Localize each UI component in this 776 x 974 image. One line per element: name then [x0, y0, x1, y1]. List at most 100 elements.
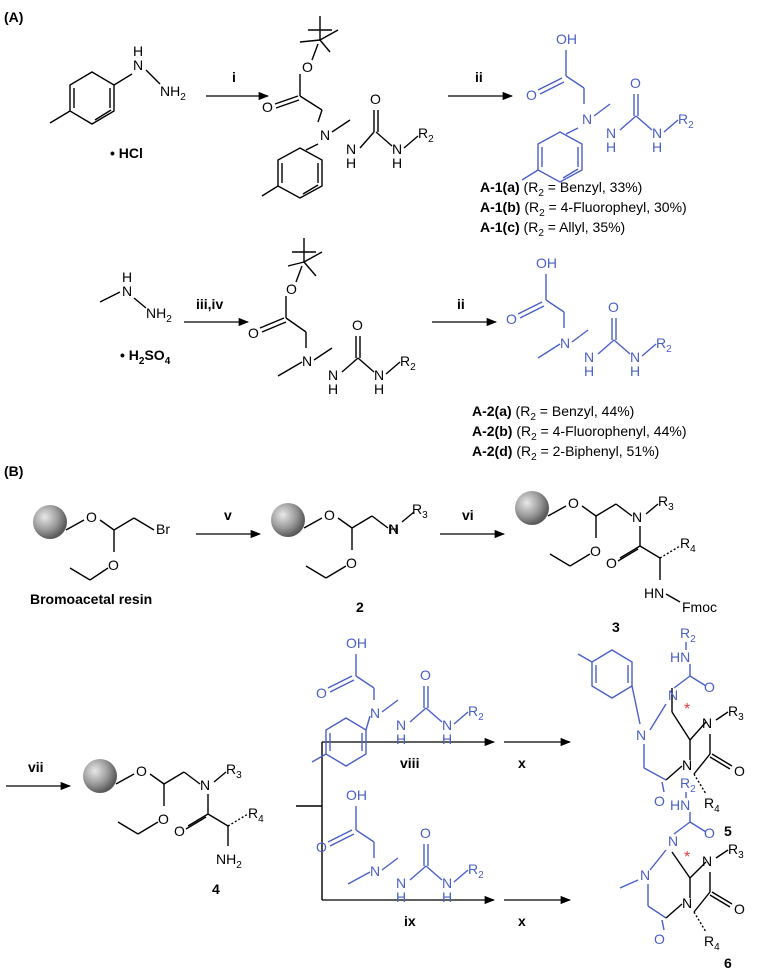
atom-o: O — [108, 557, 119, 573]
atom-oh: OH — [346, 635, 367, 651]
reagent-iii-iv: iii,iv — [196, 296, 223, 312]
atom-h: H — [346, 155, 356, 171]
atom-o: O — [654, 793, 665, 809]
atom-oh: OH — [556, 31, 577, 47]
bromoacetal-resin-structure: O Br O Bromoacetal resin — [30, 505, 170, 607]
atom-r2: R2 — [418, 125, 434, 145]
atom-r4: R4 — [248, 805, 264, 825]
atom-n: N — [320, 127, 330, 143]
atom-h: H — [396, 889, 406, 905]
ester-intermediate-a2: O O N N H O N H R2 — [248, 238, 416, 397]
atom-o: O — [324, 507, 335, 523]
atom-r2: R2 — [468, 703, 484, 723]
atom-n: N — [668, 687, 678, 703]
reagent-v: v — [224, 507, 232, 523]
atom-o: O — [136, 763, 147, 779]
ester-intermediate-a1: O O N N H O N H R2 — [261, 16, 434, 199]
panel-label-a: (A) — [4, 9, 23, 25]
atom-n: N — [640, 867, 650, 883]
atom-n: N — [392, 141, 402, 157]
atom-o: O — [630, 75, 641, 91]
atom-n: N — [632, 509, 642, 525]
atom-h: H — [133, 43, 143, 59]
atom-o: O — [704, 679, 715, 695]
atom-o: O — [590, 543, 601, 559]
atom-n: N — [652, 125, 662, 141]
atom-o: O — [86, 509, 97, 525]
compound-5-label: 5 — [724, 823, 732, 839]
atom-o: O — [606, 555, 617, 571]
resin-bead-icon — [33, 505, 67, 539]
h2so4-salt: • H2SO4 — [120, 347, 171, 367]
atom-o: O — [420, 825, 431, 841]
stereo-star: * — [684, 849, 690, 866]
atom-fmoc: Fmoc — [682, 599, 717, 615]
atom-h: H — [328, 381, 338, 397]
atom-r2: R2 — [680, 775, 696, 795]
hcl-salt: • HCl — [110, 145, 143, 161]
reagent-acid-methyl: OH O N N H O N H R2 — [316, 787, 484, 905]
reagent-viii: viii — [400, 755, 419, 771]
atom-nh2: NH2 — [146, 305, 172, 325]
methylhydrazine-structure: N H NH2 • H2SO4 — [99, 269, 172, 367]
atom-oh: OH — [346, 787, 367, 803]
atom-r4: R4 — [680, 535, 696, 555]
atom-o: O — [346, 555, 357, 571]
atom-r2: R2 — [400, 353, 416, 373]
atom-r2: R2 — [656, 335, 672, 355]
atom-o: O — [248, 325, 259, 341]
reagent-x-1: x — [518, 755, 526, 771]
yield-a2-d: A-2(d) (R2 = 2-Biphenyl, 51%) — [472, 443, 659, 463]
atom-n: N — [396, 875, 406, 891]
atom-o: O — [316, 839, 327, 855]
panel-label-b: (B) — [4, 463, 23, 479]
atom-r4: R4 — [704, 933, 720, 953]
atom-r3: R3 — [412, 501, 428, 521]
atom-o: O — [174, 823, 185, 839]
atom-n: N — [133, 57, 143, 73]
yield-a2-a: A-2(a) (R2 = Benzyl, 44%) — [472, 403, 634, 423]
reagent-vii: vii — [28, 759, 44, 775]
atom-n: N — [584, 349, 594, 365]
atom-h: H — [606, 139, 616, 155]
atom-n: N — [200, 777, 210, 793]
acid-product-a1: OH O N N H O N H R2 — [521, 31, 694, 183]
atom-o: O — [370, 91, 381, 107]
resin-bead-icon — [271, 503, 305, 537]
reagent-i: i — [232, 69, 236, 85]
atom-h: H — [122, 269, 132, 285]
yield-list-a1: A-1(a) (R2 = Benzyl, 33%) A-1(b) (R2 = 4… — [480, 179, 687, 239]
compound-4-structure: O N R3 O R4 NH2 O 4 — [83, 759, 264, 897]
atom-nh2: NH2 — [160, 83, 186, 103]
reagent-ix: ix — [404, 913, 416, 929]
atom-h: H — [442, 889, 452, 905]
atom-o: O — [420, 667, 431, 683]
atom-r2: R2 — [678, 111, 694, 131]
atom-n: N — [668, 833, 678, 849]
reagent-acid-aryl: OH O N N H O N H R2 — [311, 635, 484, 767]
atom-r2: R2 — [468, 861, 484, 881]
atom-o: O — [608, 299, 619, 315]
atom-h: H — [392, 155, 402, 171]
resin-name: Bromoacetal resin — [30, 591, 152, 607]
compound-2-structure: O NH R3 O 2 — [271, 501, 428, 615]
atom-o: O — [734, 901, 745, 917]
atom-h: H — [584, 363, 594, 379]
atom-o: O — [526, 87, 537, 103]
atom-h: H — [630, 363, 640, 379]
yield-list-a2: A-2(a) (R2 = Benzyl, 44%) A-2(b) (R2 = 4… — [472, 403, 686, 463]
product-5-structure: N O N N R3 O R4 N O HN R2 * 5 — [577, 625, 745, 839]
atom-n: N — [636, 727, 646, 743]
atom-o: O — [158, 811, 169, 827]
atom-o: O — [704, 825, 715, 841]
yield-a2-b: A-2(b) (R2 = 4-Fluorophenyl, 44%) — [472, 423, 686, 443]
atom-r4: R4 — [704, 795, 720, 815]
atom-r3: R3 — [728, 841, 744, 861]
atom-o: O — [286, 281, 297, 297]
reagent-ii-1: ii — [475, 69, 483, 85]
atom-n: N — [370, 863, 380, 879]
yield-a1-b: A-1(b) (R2 = 4-Fluoropheyl, 30%) — [480, 199, 687, 219]
atom-n: N — [328, 367, 338, 383]
tolylhydrazine-structure: N H NH2 • HCl — [49, 43, 186, 161]
